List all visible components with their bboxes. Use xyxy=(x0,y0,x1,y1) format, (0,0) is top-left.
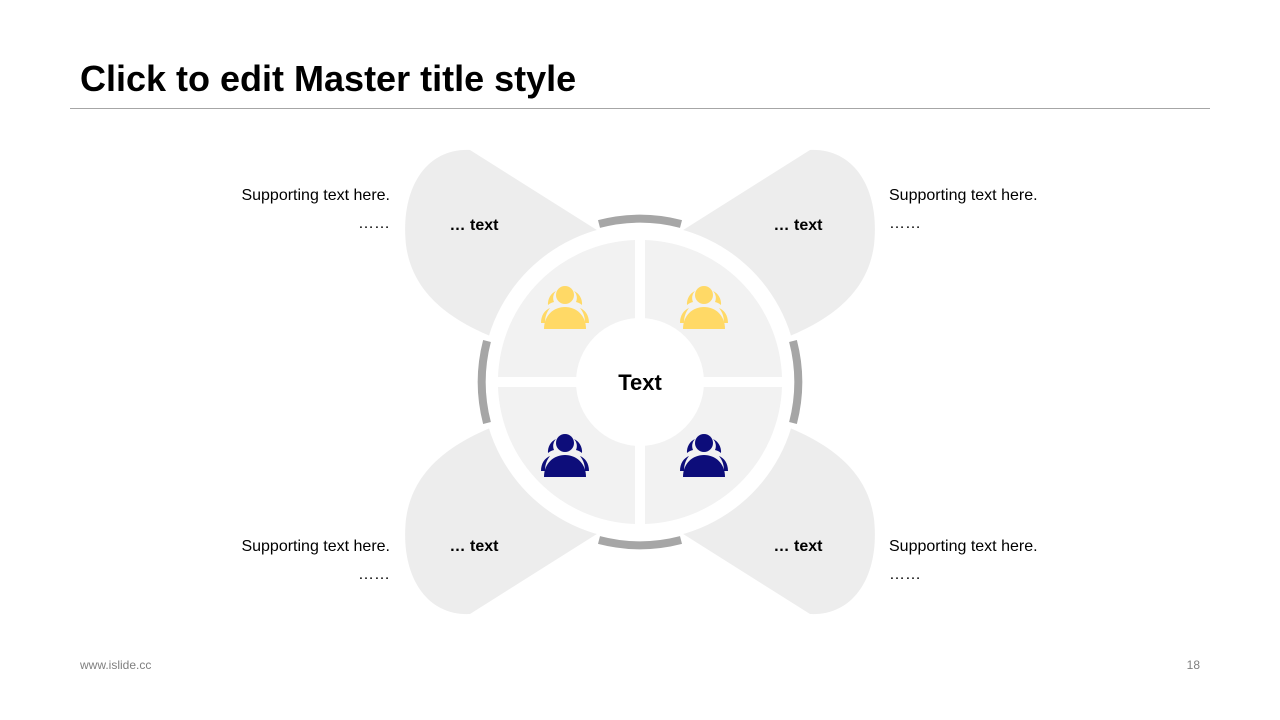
supporting-dots: …… xyxy=(889,215,921,232)
page-title: Click to edit Master title style xyxy=(80,58,577,99)
petal-shape xyxy=(405,149,600,338)
supporting-text-bottom-left: Supporting text here. …… xyxy=(241,533,390,589)
petal-shape xyxy=(680,149,875,338)
petal-label-bottom-right: … text xyxy=(774,538,824,555)
center-hub xyxy=(576,318,704,446)
petal-label-bottom-left: … text xyxy=(450,538,500,555)
petal-shape xyxy=(680,426,875,615)
arc-right xyxy=(789,339,803,425)
arc-top xyxy=(597,214,683,228)
supporting-text-top-left: Supporting text here. …… xyxy=(241,182,390,238)
petal-bottom-right xyxy=(680,426,875,615)
petal-bottom-left xyxy=(405,426,600,615)
supporting-text: Supporting text here. xyxy=(241,187,390,204)
supporting-text: Supporting text here. xyxy=(889,538,1038,555)
center-label: Text xyxy=(618,370,662,395)
outer-arcs xyxy=(477,214,803,550)
arc-bottom xyxy=(597,536,683,550)
supporting-text: Supporting text here. xyxy=(241,538,390,555)
petal-shape xyxy=(405,426,600,615)
supporting-dots: …… xyxy=(358,566,390,583)
petal-top-right xyxy=(680,149,875,338)
supporting-text: Supporting text here. xyxy=(889,187,1038,204)
supporting-text-top-right: Supporting text here. …… xyxy=(889,182,1038,238)
supporting-text-bottom-right: Supporting text here. …… xyxy=(889,533,1038,589)
supporting-dots: …… xyxy=(358,215,390,232)
petal-top-left xyxy=(405,149,600,338)
page-number: 18 xyxy=(1186,658,1200,672)
petal-label-top-left: … text xyxy=(450,217,500,234)
arc-left xyxy=(477,339,491,425)
petal-label-top-right: … text xyxy=(774,217,824,234)
supporting-dots: …… xyxy=(889,566,921,583)
footer-url: www.islide.cc xyxy=(80,658,152,672)
title-divider xyxy=(70,108,1210,109)
